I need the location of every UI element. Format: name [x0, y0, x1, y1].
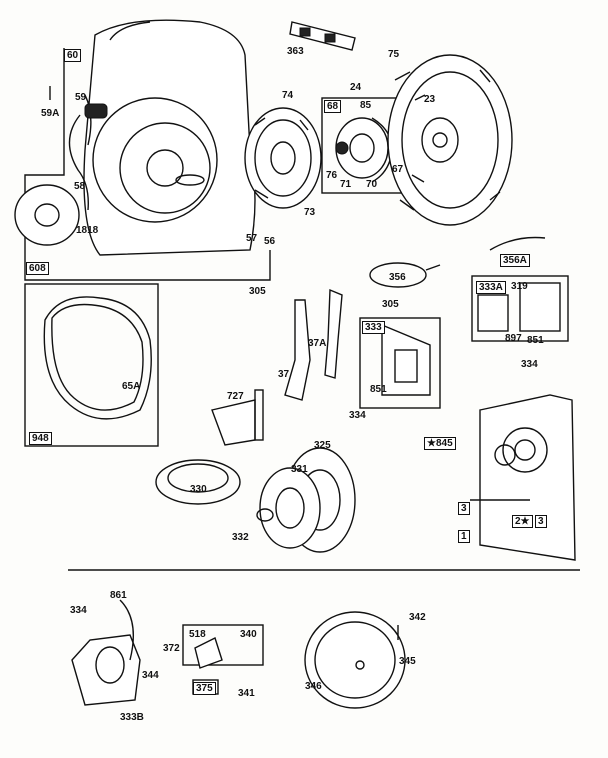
- callout-59: 59: [75, 92, 87, 103]
- cover-disc-part: [304, 611, 406, 709]
- callout-65a: 65A: [122, 381, 141, 392]
- callout-305-upper: 305: [249, 286, 266, 297]
- callout-37: 37: [278, 369, 290, 380]
- callout-344: 344: [142, 670, 159, 681]
- callout-845: ★845: [424, 437, 456, 450]
- callout-948: 948: [29, 432, 52, 445]
- callout-68: 68: [324, 100, 342, 113]
- callout-75: 75: [388, 49, 400, 60]
- ignition-module-group: [471, 275, 569, 342]
- callout-67: 67: [392, 164, 404, 175]
- callout-340: 340: [240, 629, 257, 640]
- callout-356: 356: [389, 272, 406, 283]
- callout-305-lower: 305: [382, 299, 399, 310]
- callout-73: 73: [304, 207, 316, 218]
- callout-346: 346: [305, 681, 322, 692]
- switch-group: [182, 624, 264, 695]
- callout-85: 85: [360, 100, 372, 111]
- washer-part: [14, 184, 80, 246]
- callout-59a: 59A: [41, 108, 60, 119]
- rotating-screen-group: [256, 447, 356, 553]
- lower-armature-group: [71, 599, 141, 706]
- callout-897: 897: [505, 333, 522, 344]
- callout-334-center: 334: [349, 410, 366, 421]
- callout-334-lower: 334: [70, 605, 87, 616]
- callout-333a: 333A: [476, 281, 506, 294]
- air-vane-part: [211, 389, 264, 446]
- callout-23: 23: [424, 94, 436, 105]
- callout-24: 24: [350, 82, 362, 93]
- callout-1818: 1818: [76, 225, 99, 236]
- callout-345: 345: [399, 656, 416, 667]
- callout-341: 341: [238, 688, 255, 699]
- callout-319: 319: [511, 281, 528, 292]
- callout-56: 56: [264, 236, 276, 247]
- callout-332: 332: [232, 532, 249, 543]
- callout-372: 372: [163, 643, 180, 654]
- blower-housing-group: [24, 19, 271, 281]
- callout-375: 375: [193, 682, 216, 695]
- callout-727: 727: [227, 391, 244, 402]
- armature-group: [359, 317, 441, 409]
- callout-334-right: 334: [521, 359, 538, 370]
- starter-pulley-part: [244, 107, 322, 209]
- wire-guard-group: [24, 283, 159, 447]
- callout-37a: 37A: [308, 338, 327, 349]
- callout-851-right: 851: [527, 335, 544, 346]
- callout-76: 76: [326, 170, 338, 181]
- callout-861: 861: [110, 590, 127, 601]
- callout-333b: 333B: [120, 712, 144, 723]
- callout-851-center: 851: [370, 384, 387, 395]
- callout-60: 60: [64, 49, 82, 62]
- callout-3-right: 3: [535, 515, 547, 528]
- engine-block-group: [470, 394, 576, 561]
- bracket-37-parts: [284, 288, 343, 401]
- flywheel-part: [387, 54, 513, 226]
- callout-70: 70: [366, 179, 378, 190]
- callout-57: 57: [246, 233, 258, 244]
- callout-74: 74: [282, 90, 294, 101]
- coil-part: [155, 459, 241, 505]
- wire-harness-parts: [369, 236, 546, 288]
- callout-608: 608: [26, 262, 49, 275]
- callout-333: 333: [362, 321, 385, 334]
- callout-363: 363: [287, 46, 304, 57]
- callout-356a: 356A: [500, 254, 530, 267]
- callout-71: 71: [340, 179, 352, 190]
- callout-58: 58: [74, 181, 86, 192]
- callout-330: 330: [190, 484, 207, 495]
- callout-331: 331: [291, 464, 308, 475]
- callout-518: 518: [189, 629, 206, 640]
- callout-325: 325: [314, 440, 331, 451]
- callout-1: 1: [458, 530, 470, 543]
- callout-342: 342: [409, 612, 426, 623]
- bracket-part: [289, 21, 356, 51]
- callout-3-left: 3: [458, 502, 470, 515]
- callout-2: 2★: [512, 515, 533, 528]
